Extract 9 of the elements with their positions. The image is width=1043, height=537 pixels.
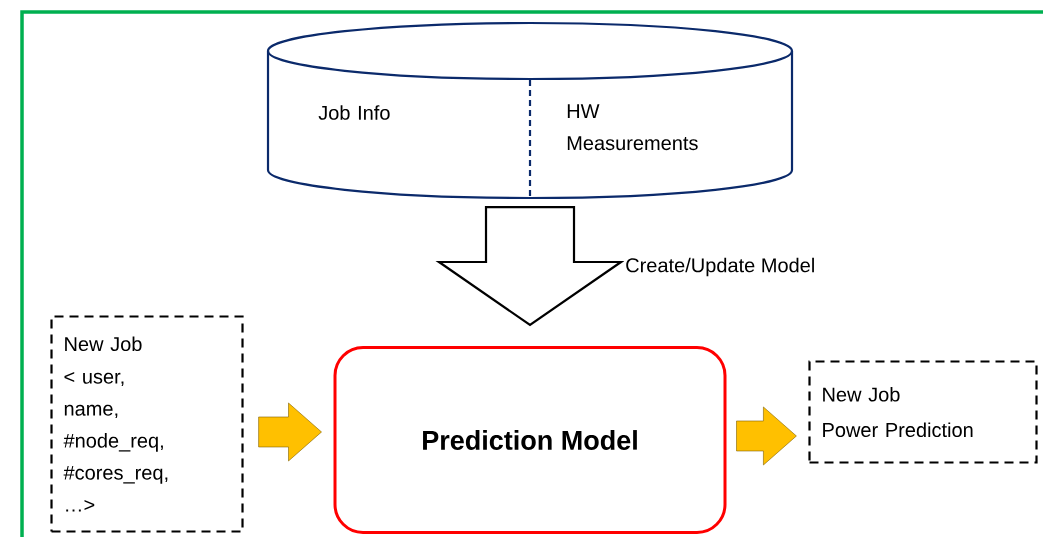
block-arrow <box>258 402 322 462</box>
block-arrow <box>435 206 625 327</box>
edge-label: Create/Update Model <box>624 256 817 278</box>
cylinder-label: Job Info <box>318 105 390 120</box>
cylinder-label: HW Measurements <box>567 104 698 151</box>
block-arrow <box>736 406 797 466</box>
model-box: Prediction Model <box>333 346 727 534</box>
dashed-box: New Job Power Prediction <box>808 360 1038 464</box>
dashed-box: New Job < user, name, #node_req, #cores_req, …> <box>50 315 244 533</box>
